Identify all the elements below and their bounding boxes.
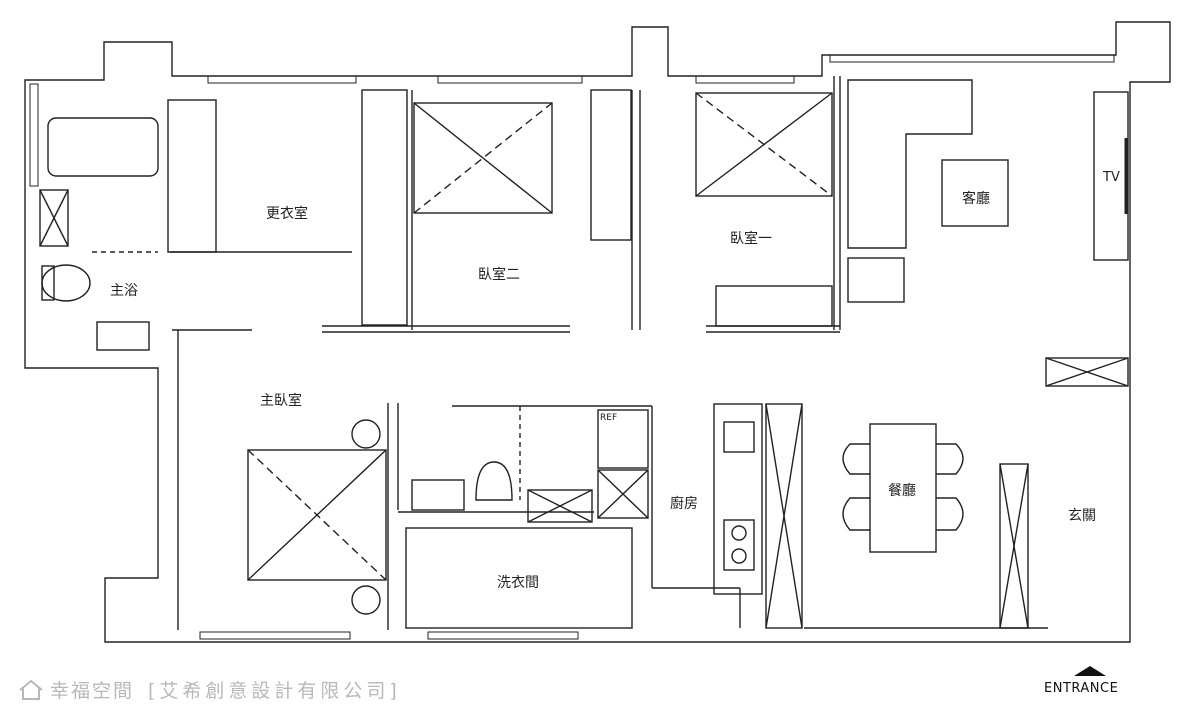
room-label-bedroom-two: 臥室二 [478, 267, 520, 283]
sofa [847, 79, 973, 249]
kitchen-sink [723, 421, 755, 453]
window-laundry [427, 631, 579, 640]
room-label-master-bath: 主浴 [110, 283, 138, 299]
wardrobe-right [590, 89, 632, 241]
watermark-company: [艾希創意設計有限公司] [148, 680, 401, 702]
bed-bedroom-one [695, 92, 833, 197]
window-master [199, 631, 351, 640]
room-label-dining-room: 餐廳 [888, 483, 916, 499]
room-label-walk-in-closet: 更衣室 [266, 206, 308, 222]
toilet-two [475, 461, 513, 501]
outer-wall [24, 21, 1171, 643]
room-label-laundry: 洗衣間 [497, 575, 539, 591]
room-label-kitchen: 廚房 [670, 496, 698, 512]
window-bedroom-one [695, 75, 795, 84]
lamp-bottom [351, 585, 381, 615]
ref-label: REF [600, 413, 618, 423]
shower [39, 189, 69, 247]
wardrobe-mid [361, 89, 408, 326]
entrance-arrow-icon [1074, 666, 1106, 676]
bed-master [247, 449, 387, 581]
kitchen-counter [713, 403, 763, 595]
stove [723, 519, 755, 571]
sink-bath [96, 321, 150, 351]
window-bath [29, 83, 39, 187]
laundry-room [405, 527, 633, 629]
tall-cabinet [765, 403, 803, 629]
sink-two [411, 479, 465, 511]
lamp-top [351, 419, 381, 449]
watermark-brand: 幸福空間 [50, 680, 135, 702]
room-label-foyer: 玄關 [1068, 508, 1096, 524]
window-closet [207, 75, 357, 84]
kitchen-cabinet [597, 469, 649, 519]
side-table [847, 257, 905, 303]
dining-table [869, 423, 937, 553]
entrance-label: ENTRANCE [1044, 681, 1119, 696]
coffee-table [941, 159, 1009, 227]
tv-label: TV [1103, 170, 1120, 185]
toilet-bath [41, 264, 91, 302]
window-living [829, 54, 1115, 63]
room-label-master-bedroom: 主臥室 [260, 393, 302, 409]
shower-two [527, 489, 593, 523]
tv-cabinet [1093, 91, 1129, 261]
room-label-bedroom-one: 臥室一 [730, 231, 772, 247]
watermark: 幸福空間 [艾希創意設計有限公司] [18, 676, 401, 703]
house-logo-icon [19, 679, 43, 700]
shoe-cabinet-top [1045, 357, 1129, 387]
window-bedroom-two [437, 75, 583, 84]
bed-bedroom-two [413, 102, 553, 214]
bathtub [47, 117, 159, 177]
fridge [597, 409, 649, 469]
room-label-living-room: 客廳 [962, 191, 990, 207]
wardrobe-bedroom-one [715, 285, 833, 327]
closet-wardrobe-left [167, 99, 217, 253]
